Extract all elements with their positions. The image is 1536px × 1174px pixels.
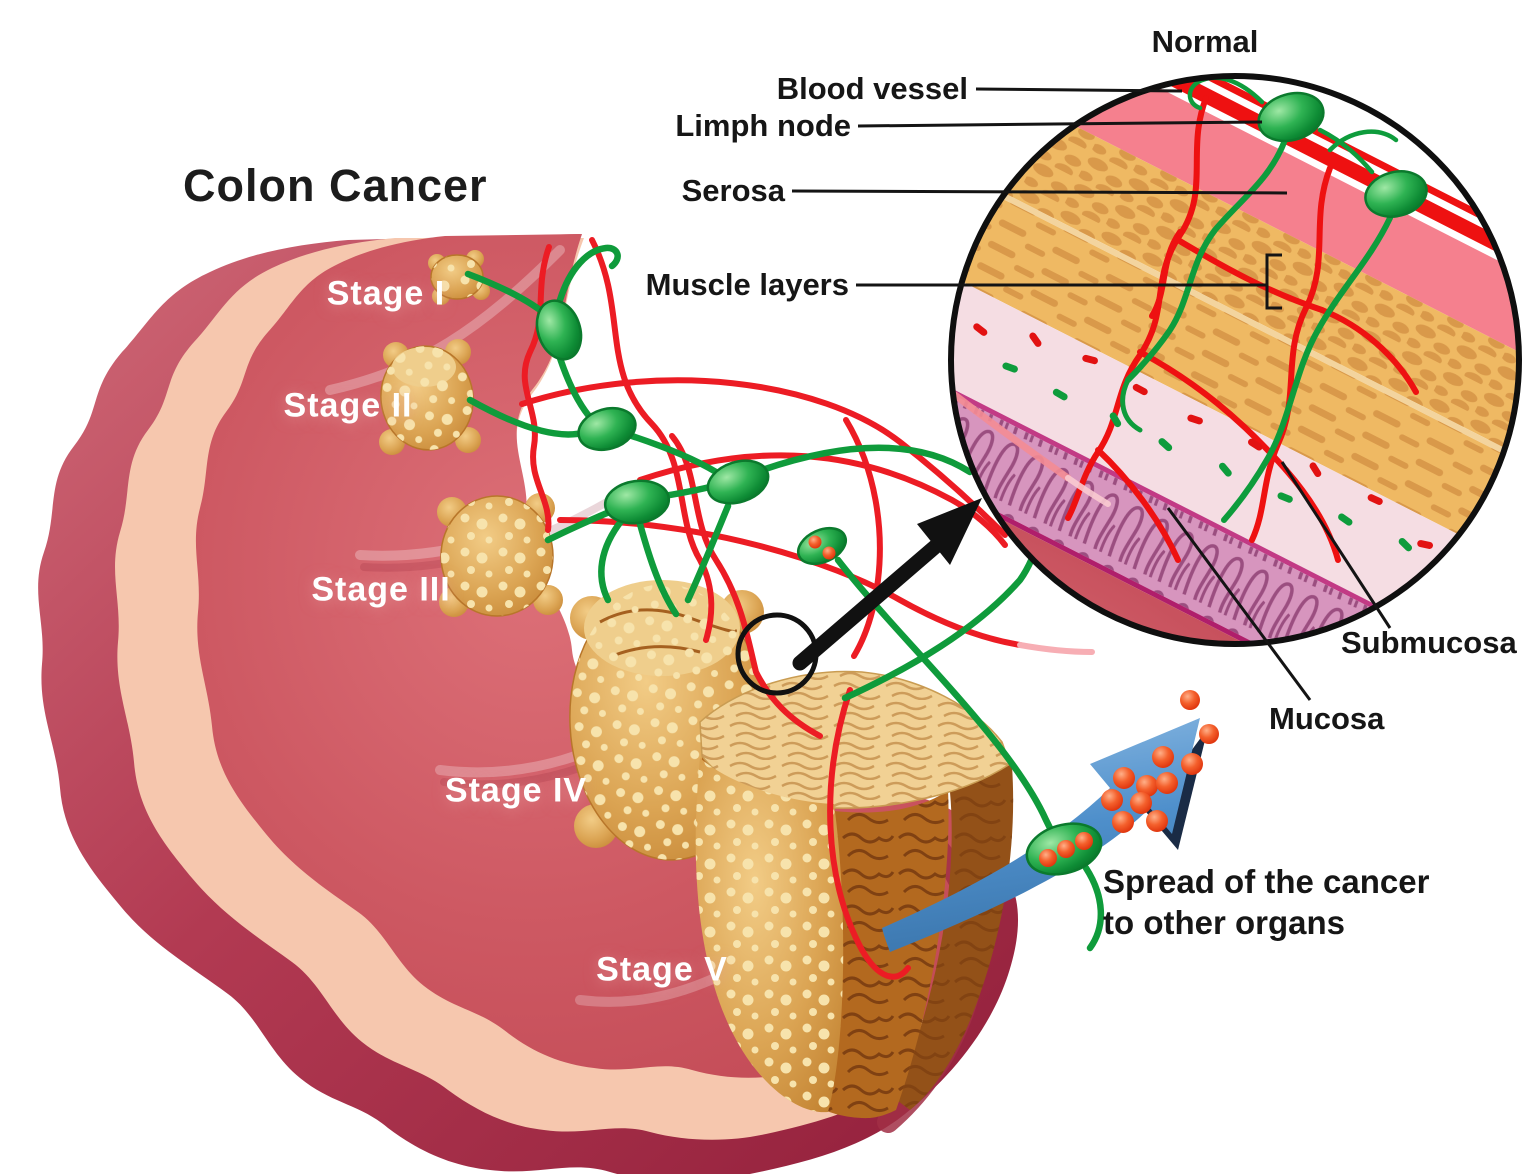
leader-submucosa <box>1280 461 1392 629</box>
inset-blood-vessel-band <box>953 78 1517 364</box>
metastatic-lymph-node <box>1025 822 1103 876</box>
blood-vessels <box>519 237 1095 980</box>
leader-mucosa <box>1166 507 1312 701</box>
cancer-cells <box>1101 690 1219 833</box>
lymph-nodes <box>535 299 847 566</box>
inset-lymph-vessels <box>1120 78 1399 523</box>
leader-limph-node <box>857 120 1263 128</box>
spread-note: Spread of the cancer to other organs <box>1103 861 1429 943</box>
label-stage-3: Stage III <box>311 570 451 609</box>
label-muscle-layers: Muscle layers <box>645 267 849 302</box>
label-stage-4: Stage IV <box>444 771 588 810</box>
tumor-stage-1 <box>428 250 490 305</box>
label-submucosa: Submucosa <box>1341 625 1517 660</box>
spread-note-line1: Spread of the cancer <box>1103 863 1430 900</box>
spread-note-line2: to other organs <box>1103 904 1346 941</box>
label-mucosa: Mucosa <box>1269 701 1385 736</box>
inset-blood-vessel-tree <box>1065 95 1419 563</box>
muscle-layers-bracket <box>1265 253 1282 310</box>
page-title: Colon Cancer <box>183 160 488 211</box>
tumor-stage-2 <box>379 339 481 455</box>
inset-title: Normal <box>1151 24 1259 59</box>
label-limph-node: Limph node <box>675 108 851 143</box>
inset-faded-vessel <box>953 391 1111 507</box>
magnifier-arrow <box>792 498 982 671</box>
label-blood-vessel: Blood vessel <box>776 71 968 106</box>
tumor-stage-3 <box>437 493 563 617</box>
inset-submucosa-cells <box>973 323 1434 552</box>
leader-blood-vessel <box>975 87 1183 93</box>
leader-serosa <box>791 189 1288 195</box>
label-stage-1: Stage I <box>326 274 446 313</box>
inset-lymph-nodes <box>1257 91 1428 218</box>
label-serosa: Serosa <box>681 173 785 208</box>
label-stage-5: Stage V <box>596 950 728 989</box>
tumor-stage-5-block <box>695 670 1014 1119</box>
spread-arrow <box>882 690 1219 952</box>
label-stage-2: Stage II <box>283 386 413 425</box>
leader-lines <box>791 87 1392 701</box>
